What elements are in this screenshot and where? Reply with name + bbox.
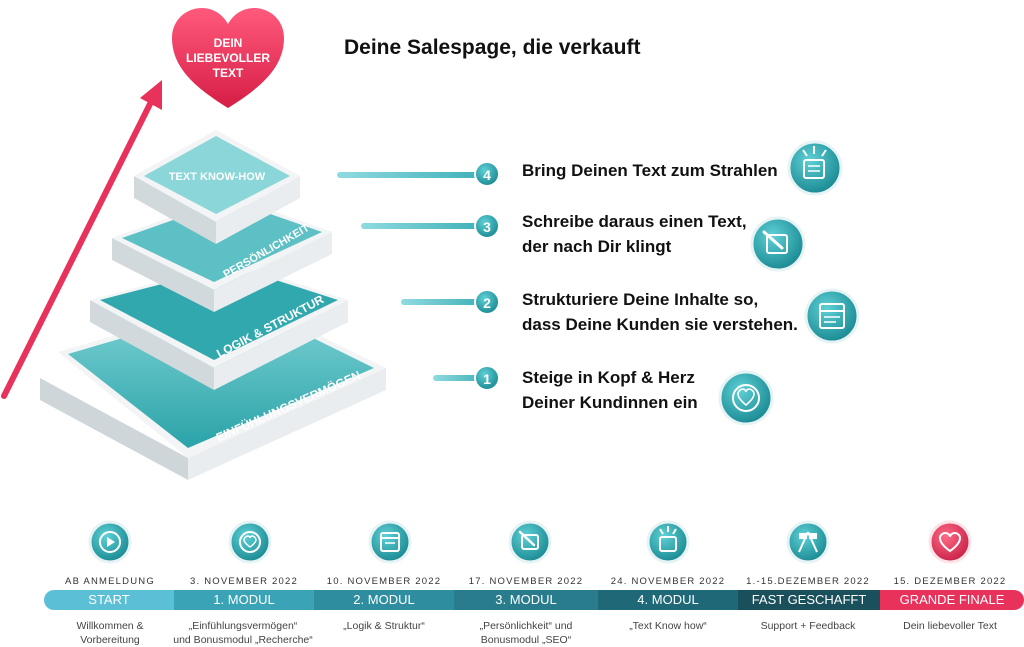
step-4-line-1: Bring Deinen Text zum Strahlen	[522, 161, 778, 180]
timeline-desc-module-3-line-2: Bonusmodul „SEO“	[480, 634, 572, 646]
step-3-line-2: der nach Dir klingt	[522, 237, 672, 256]
pyramid-layer-1: TEXT KNOW-HOW	[134, 130, 300, 244]
pyramid-layer-2: PERSÖNLICHKEIT	[112, 196, 332, 312]
timeline-date-module-1: 3. NOVEMBER 2022	[190, 576, 298, 587]
step-2-line-1: Strukturiere Deine Inhalte so,	[522, 290, 759, 309]
timeline-date-module-4: 24. NOVEMBER 2022	[610, 576, 726, 587]
timeline-desc-finale: Dein liebevoller Text	[875, 619, 1024, 633]
timeline-bar	[44, 590, 1024, 610]
step-1-line-1: Steige in Kopf & Herz	[522, 368, 695, 387]
step-2-line-2: dass Deine Kunden sie verstehen.	[522, 315, 798, 334]
heart-line-2: LIEBEVOLLER	[186, 51, 270, 65]
pyramid-label-1: TEXT KNOW-HOW	[169, 171, 266, 183]
pen-on-paper-icon	[508, 520, 552, 564]
timeline-desc-module-2: „Logik & Struktur“	[309, 619, 459, 633]
sparkling-document-icon	[787, 140, 843, 196]
heart-line-1: DEIN	[214, 36, 243, 50]
connector-1	[433, 375, 485, 381]
timeline-segment-module-2: 2. MODUL	[353, 592, 415, 607]
timeline-date-start: AB ANMELDUNG	[65, 576, 155, 587]
timeline-segment-fast-geschafft: FAST GESCHAFFT	[751, 592, 867, 607]
timeline-desc-start-line-1: Willkommen &	[76, 620, 144, 632]
heart-badge: DEIN LIEBEVOLLER TEXT	[172, 8, 284, 108]
step-3-text: Schreibe daraus einen Text, der nach Dir…	[522, 209, 747, 259]
timeline-desc-module-3-line-1: „Persönlichkeit“ und	[479, 620, 573, 632]
timeline-desc-fast-geschafft-line-1: Support + Feedback	[760, 620, 856, 632]
timeline-desc-start-line-2: Vorbereitung	[80, 634, 140, 646]
timeline-desc-module-3: „Persönlichkeit“ und Bonusmodul „SEO“	[451, 619, 601, 647]
timeline-segment-start: START	[88, 592, 130, 607]
pyramid-layer-3: LOGIK & STRUKTUR	[90, 262, 348, 390]
brain-heart-icon	[718, 370, 774, 426]
step-number-4: 4	[483, 167, 491, 183]
step-number-1: 1	[483, 371, 491, 387]
timeline-desc-module-4-line-1: „Text Know how“	[629, 620, 707, 632]
timeline-desc-module-1: „Einfühlungsvermögen“ und Bonusmodul „Re…	[168, 619, 318, 647]
step-4-text: Bring Deinen Text zum Strahlen	[522, 158, 778, 183]
heart-icon	[928, 520, 972, 564]
step-number-2: 2	[483, 295, 491, 311]
timeline-segment-module-1: 1. MODUL	[213, 592, 275, 607]
page-title: Deine Salespage, die verkauft	[344, 36, 641, 59]
step-1-text: Steige in Kopf & Herz Deiner Kundinnen e…	[522, 365, 698, 415]
timeline-segment-module-4: 4. MODUL	[637, 592, 699, 607]
connector-2	[401, 299, 483, 305]
timeline-date-module-3: 17. NOVEMBER 2022	[468, 576, 584, 587]
connector-4	[337, 172, 483, 178]
timeline-desc-module-4: „Text Know how“	[593, 619, 743, 633]
timeline-segment-finale: GRANDE FINALE	[899, 592, 1005, 607]
growth-arrow	[1, 80, 162, 399]
timeline-segment-module-3: 3. MODUL	[495, 592, 557, 607]
timeline-desc-start: Willkommen & Vorbereitung	[35, 619, 185, 647]
finish-flags-icon	[786, 520, 830, 564]
pyramid: EINFÜHLUNGSVERMÖGEN LOGIK & STRUKTUR PER…	[40, 130, 386, 480]
timeline-desc-module-2-line-1: „Logik & Struktur“	[343, 620, 425, 632]
timeline-desc-module-1-line-1: „Einfühlungsvermögen“	[188, 620, 298, 632]
brain-heart-icon	[228, 520, 272, 564]
sparkling-document-icon	[646, 520, 690, 564]
timeline-date-module-2: 10. NOVEMBER 2022	[326, 576, 442, 587]
step-number-3: 3	[483, 219, 491, 235]
step-2-text: Strukturiere Deine Inhalte so, dass Dein…	[522, 287, 798, 337]
pen-on-paper-icon	[750, 216, 806, 272]
timeline-date-fast-geschafft: 1.-15.DEZEMBER 2022	[746, 576, 870, 587]
structured-list-icon	[804, 288, 860, 344]
timeline-desc-finale-line-1: Dein liebevoller Text	[903, 620, 997, 632]
heart-line-3: TEXT	[213, 66, 244, 80]
timeline-date-finale: 15. DEZEMBER 2022	[893, 576, 1007, 587]
step-numbers: 4 3 2 1	[474, 161, 500, 391]
connector-3	[361, 223, 481, 229]
play-icon	[88, 520, 132, 564]
structured-list-icon	[368, 520, 412, 564]
connectors	[337, 172, 485, 381]
timeline-desc-module-1-line-2: und Bonusmodul „Recherche“	[173, 634, 313, 646]
step-3-line-1: Schreibe daraus einen Text,	[522, 212, 747, 231]
timeline-desc-fast-geschafft: Support + Feedback	[733, 619, 883, 633]
step-1-line-2: Deiner Kundinnen ein	[522, 393, 698, 412]
